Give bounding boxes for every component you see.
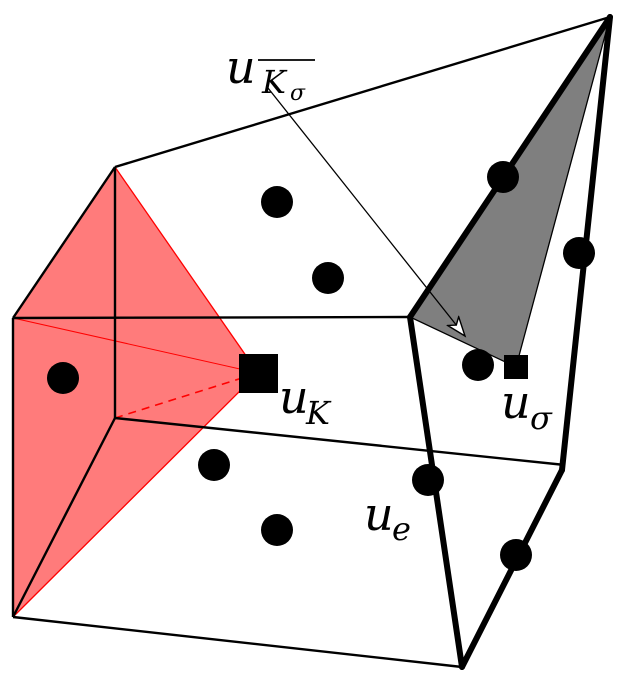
label-u-kbar-sub: K (261, 63, 288, 101)
label-u-e-sub: e (392, 510, 411, 548)
dof-dot-edge (412, 464, 444, 496)
edge-bottom-back (114, 416, 566, 467)
dof-dot-edge (563, 237, 595, 269)
label-u-kbar-sigma: u K σ (226, 40, 315, 106)
dof-dot (47, 362, 79, 394)
dof-dot (312, 262, 344, 294)
cell-unknown-square (239, 354, 278, 393)
label-u-e-base: u (364, 487, 394, 541)
edge-bottom-left-diag (11, 417, 117, 618)
red-edge-hidden-dashed (114, 372, 259, 419)
dof-dot-edge (487, 161, 519, 193)
label-u-sigma: u σ (501, 375, 553, 437)
label-u-kbar-subsub: σ (290, 81, 306, 106)
red-edge-inner (12, 317, 259, 374)
label-u-kbar-base: u (226, 40, 256, 94)
edge-top-left (12, 166, 116, 319)
label-u-k-base: u (279, 370, 309, 424)
label-u-sigma-base: u (501, 375, 531, 429)
arrow-to-face (267, 87, 465, 336)
face-unknown-square (504, 355, 528, 379)
dof-dot-edge (500, 539, 532, 571)
cell-edges (11, 15, 611, 669)
label-u-k: u K (279, 370, 332, 432)
dof-dot (261, 186, 293, 218)
label-u-e: u e (364, 487, 411, 548)
label-u-sigma-sub: σ (530, 399, 553, 437)
edge-bottom-front (12, 615, 463, 669)
dof-dot (198, 449, 230, 481)
label-u-k-sub: K (305, 394, 332, 432)
dof-dot (462, 349, 494, 381)
dof-dot (261, 514, 293, 546)
dof-dots (47, 161, 595, 571)
edge-top-front (12, 315, 411, 320)
red-subcell (12, 166, 259, 618)
red-face-top (13, 167, 258, 373)
edge-top-back (114, 15, 611, 169)
